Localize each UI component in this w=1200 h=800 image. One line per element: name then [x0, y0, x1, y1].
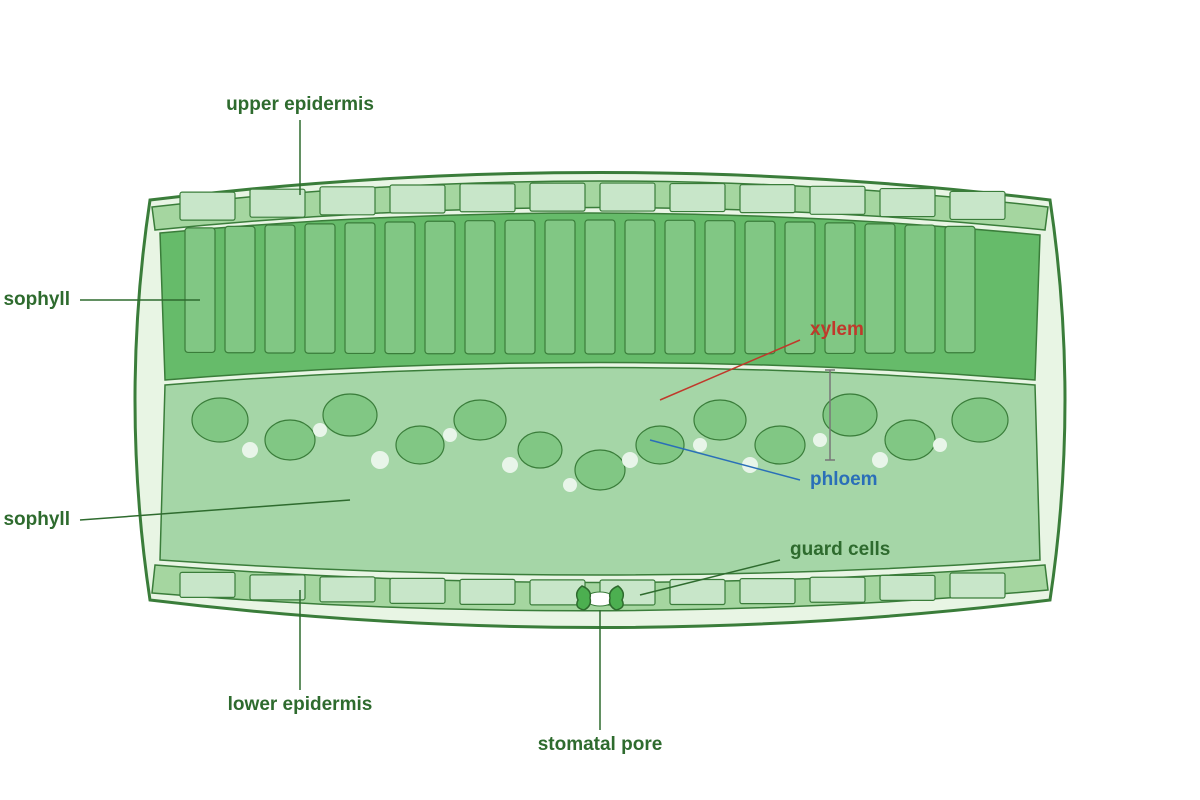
spongy-cell — [191, 397, 249, 443]
air-space — [742, 457, 758, 473]
lower-epidermis-cell — [809, 576, 866, 603]
guard-cell-left — [575, 585, 592, 611]
spongy-leader — [79, 499, 351, 521]
palisade-cell — [504, 219, 536, 355]
spongy-cell — [822, 393, 878, 437]
spongy-cell — [951, 397, 1009, 443]
guard-cell-right — [608, 585, 625, 611]
spongy-cell — [884, 419, 936, 461]
palisade-cell — [744, 220, 776, 355]
spongy-cell — [635, 425, 685, 465]
label-palisade-mesophyll: sophyll — [3, 289, 70, 310]
upper-epidermis-cell — [249, 188, 306, 218]
label-lower-epidermis: lower epidermis — [228, 694, 373, 715]
palisade-cell — [584, 219, 616, 355]
palisade-cell — [304, 223, 336, 354]
air-spaces — [242, 423, 947, 492]
lower-epidermis-cell — [389, 577, 446, 604]
spongy-cell — [264, 419, 316, 461]
spongy-cells — [191, 393, 1009, 491]
lower-epidermis-cell — [879, 574, 936, 601]
upper-epidermis-cell — [739, 184, 796, 214]
palisade-cell — [784, 221, 816, 355]
label-xylem: xylem — [810, 319, 864, 340]
label-spongy-mesophyll: sophyll — [3, 509, 70, 530]
palisade-cell — [824, 222, 856, 355]
spongy-cell — [754, 425, 806, 465]
palisade-cell — [904, 224, 936, 354]
label-phloem: phloem — [810, 469, 878, 490]
upper-epidermis-cells — [179, 182, 1006, 221]
palisade-cell — [624, 219, 656, 355]
air-space — [502, 457, 518, 473]
upper-epidermis-cell — [599, 182, 656, 212]
air-space — [693, 438, 707, 452]
leader-lines — [79, 120, 801, 730]
spongy-cell — [322, 393, 378, 437]
vein-scale-marker — [825, 369, 835, 461]
upper-epidermis-cell — [879, 187, 936, 218]
palisade-cell — [944, 225, 976, 354]
label-guard-cells: guard cells — [790, 539, 890, 560]
upper-epidermis-cell — [529, 182, 586, 212]
spongy-cell — [693, 399, 747, 441]
palisade-cells — [184, 219, 976, 355]
palisade-cell — [384, 221, 416, 355]
guard-cells-leader — [639, 559, 781, 596]
lower-epidermis-cell — [669, 578, 726, 606]
palisade-cell — [704, 220, 736, 355]
air-space — [622, 452, 638, 468]
spongy-cell — [517, 431, 563, 469]
xylem-leader — [659, 339, 801, 401]
upper-epidermis-cell — [179, 191, 236, 221]
air-space — [443, 428, 457, 442]
label-upper-epidermis: upper epidermis — [226, 94, 374, 115]
palisade-cell — [664, 219, 696, 355]
lower-epidermis-cell — [249, 574, 306, 601]
upper-epidermis-cell — [459, 183, 516, 213]
upper-epidermis-cell — [319, 186, 376, 216]
spongy-cell — [453, 399, 507, 441]
palisade-cell — [344, 222, 376, 355]
air-space — [813, 433, 827, 447]
upper-epidermis-cell — [949, 190, 1006, 221]
lower-epidermis-cell — [319, 576, 376, 603]
upper-epidermis-cell — [389, 184, 446, 214]
air-space — [242, 442, 258, 458]
palisade-cell — [424, 220, 456, 355]
air-space — [933, 438, 947, 452]
lower-epidermis-cell — [949, 572, 1006, 599]
palisade-cell — [264, 224, 296, 354]
air-space — [313, 423, 327, 437]
palisade-cell — [224, 225, 256, 354]
label-stomatal-pore: stomatal pore — [538, 734, 663, 755]
spongy-cell — [395, 425, 445, 465]
spongy-cell — [574, 449, 626, 491]
phloem-leader — [649, 439, 801, 481]
upper-epidermis-cell — [669, 182, 726, 213]
air-space — [371, 451, 389, 469]
lower-epidermis-cells — [179, 571, 1006, 606]
lower-epidermis-cell — [459, 578, 516, 605]
lower-epidermis-cell — [179, 571, 236, 598]
upper-epidermis-cell — [809, 185, 866, 215]
palisade-cell — [464, 220, 496, 355]
air-space — [563, 478, 577, 492]
air-space — [872, 452, 888, 468]
lower-epidermis-cell — [739, 578, 796, 605]
palisade-cell — [184, 227, 216, 354]
palisade-cell — [544, 219, 576, 355]
palisade-cell — [864, 223, 896, 354]
